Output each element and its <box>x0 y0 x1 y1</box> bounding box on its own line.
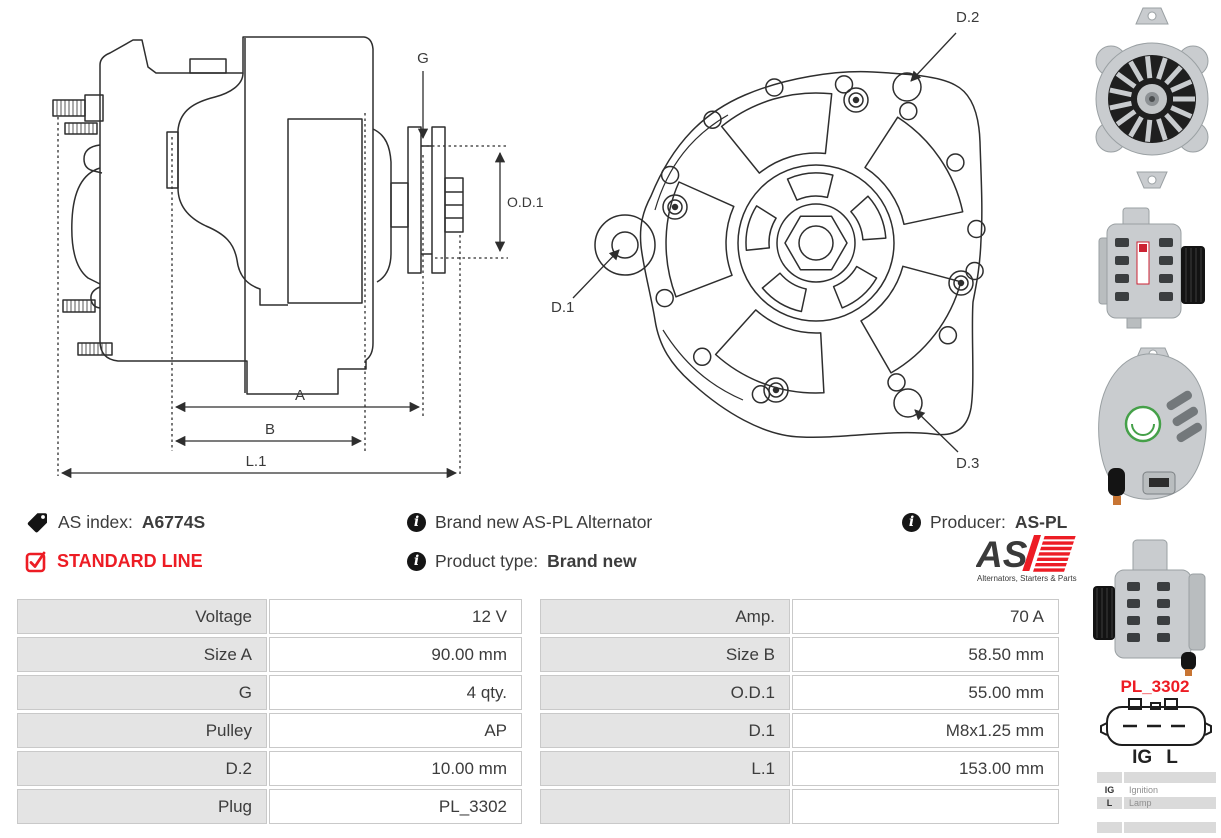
spec-label: G <box>17 675 267 710</box>
brand-new-text: Brand new AS-PL Alternator <box>435 511 653 532</box>
photo-front-view <box>1091 4 1213 190</box>
as-pl-logo: AS Alternators, Starters & Parts <box>976 534 1077 583</box>
spec-value <box>792 789 1059 824</box>
dim-label-d2: D.2 <box>956 9 979 26</box>
spec-label: D.2 <box>17 751 267 786</box>
tag-icon <box>27 513 47 533</box>
rivets <box>662 87 974 403</box>
table-row: G 4 qty. O.D.1 55.00 mm <box>17 675 1064 710</box>
legend-pin: L <box>1097 797 1122 809</box>
spec-value: PL_3302 <box>269 789 522 824</box>
spec-label <box>540 789 790 824</box>
info-icon: i <box>407 551 426 571</box>
legend-pin: IG <box>1104 785 1115 795</box>
photo-side-view-pulley-left <box>1089 512 1215 678</box>
spec-label: L.1 <box>540 751 790 786</box>
producer-value: AS-PL <box>1014 511 1068 532</box>
info-icon: i <box>902 512 921 532</box>
spec-value: 70 A <box>792 599 1059 634</box>
pin-legend-table: IG Ignition L Lamp <box>1097 772 1216 834</box>
spec-value: M8x1.25 mm <box>792 713 1059 748</box>
plug-connector-diagram <box>1100 698 1212 746</box>
table-row: Plug PL_3302 <box>17 789 1064 824</box>
table-row: Pulley AP D.1 M8x1.25 mm <box>17 713 1064 748</box>
photo-rear-view <box>1091 344 1215 512</box>
spec-label: D.1 <box>540 713 790 748</box>
spec-value: 12 V <box>269 599 522 634</box>
legend-row-empty <box>1097 810 1216 821</box>
spec-label: Size A <box>17 637 267 672</box>
legend-row: L Lamp <box>1097 797 1216 809</box>
standard-line-row: STANDARD LINE <box>25 548 203 574</box>
standard-line-badge: STANDARD LINE <box>57 550 203 571</box>
producer-row: i Producer: AS-PL <box>902 509 1067 535</box>
spec-label: Pulley <box>17 713 267 748</box>
mounting-bolts <box>52 94 113 356</box>
dim-label-g: G <box>417 50 429 67</box>
pin-l-label: L <box>1166 747 1178 768</box>
spec-value: 58.50 mm <box>792 637 1059 672</box>
producer-label: Producer: <box>930 511 1006 532</box>
photo-side-view-pulley-right <box>1093 196 1215 338</box>
product-type-row: i Product type: Brand new <box>407 548 637 574</box>
spec-value: 10.00 mm <box>269 751 522 786</box>
spec-value: 153.00 mm <box>792 751 1059 786</box>
spec-table: Voltage 12 V Amp. 70 A Size A 90.00 mm S… <box>17 599 1064 827</box>
product-type-label: Product type: <box>435 550 539 571</box>
dim-label-a: A <box>295 387 305 404</box>
as-index-value: A6774S <box>141 511 206 532</box>
table-row: Voltage 12 V Amp. 70 A <box>17 599 1064 634</box>
dim-label-b: B <box>265 421 275 438</box>
spec-value: 4 qty. <box>269 675 522 710</box>
legend-desc: Ignition <box>1129 785 1159 795</box>
table-row: Size A 90.00 mm Size B 58.50 mm <box>17 637 1064 672</box>
legend-desc: Lamp <box>1124 797 1216 809</box>
plug-pins-label: IG L <box>1093 747 1217 769</box>
spec-label: Voltage <box>17 599 267 634</box>
dim-label-d1: D.1 <box>551 299 574 316</box>
table-row: D.2 10.00 mm L.1 153.00 mm <box>17 751 1064 786</box>
spec-label: Amp. <box>540 599 790 634</box>
spec-value: AP <box>269 713 522 748</box>
dim-label-d3: D.3 <box>956 455 979 472</box>
spec-label: Size B <box>540 637 790 672</box>
spec-value: 90.00 mm <box>269 637 522 672</box>
dim-label-l1: L.1 <box>246 453 267 470</box>
logo-tagline: Alternators, Starters & Parts <box>977 574 1077 583</box>
logo-as-text: AS <box>976 534 1028 575</box>
plug-code: PL_3302 <box>1120 677 1190 696</box>
spec-label: Plug <box>17 789 267 824</box>
checkbox-icon <box>25 551 46 572</box>
side-view-diagram: G O.D.1 A B L.1 <box>52 36 544 479</box>
legend-row-empty <box>1097 822 1216 833</box>
legend-row: IG Ignition <box>1097 784 1216 796</box>
dim-label-od1: O.D.1 <box>507 194 544 210</box>
spec-label: O.D.1 <box>540 675 790 710</box>
product-type-value: Brand new <box>547 550 637 571</box>
as-index-label: AS index: <box>58 511 133 532</box>
legend-row-empty <box>1097 772 1216 783</box>
stud <box>189 58 227 74</box>
spec-value: 55.00 mm <box>792 675 1059 710</box>
brand-new-row: i Brand new AS-PL Alternator <box>407 509 652 535</box>
pin-ig-label: IG <box>1132 747 1153 768</box>
rear-view-diagram: D.1 D.2 D.3 <box>551 9 986 472</box>
as-index-row: AS index: A6774S <box>25 509 205 535</box>
info-icon: i <box>407 512 426 532</box>
